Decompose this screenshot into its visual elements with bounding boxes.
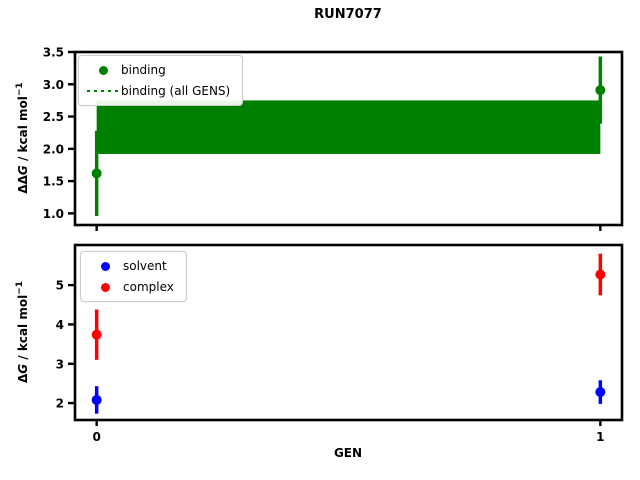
data-point-complex-0	[91, 329, 102, 340]
ylabel-bottom-prefix: Δ	[16, 373, 30, 384]
ylabel-top-exponent: −1	[15, 82, 25, 97]
y-tick-label-top: 1.0	[43, 207, 64, 221]
data-point-solvent-1	[595, 387, 606, 398]
y-tick-label-bottom: 4	[56, 318, 64, 332]
solvent-dot-icon	[87, 261, 123, 271]
x-tick-label-bottom: 0	[92, 430, 100, 444]
ylabel-top-unit: / kcal mol	[16, 96, 30, 166]
legend-item-binding: binding	[85, 61, 230, 79]
data-point-binding-0	[91, 168, 102, 179]
ylabel-bottom-unit: / kcal mol	[16, 294, 30, 364]
y-tick-label-top: 3.5	[43, 46, 64, 60]
data-point-solvent-0	[91, 394, 102, 405]
ylabel-bottom-symbol: G	[16, 363, 30, 374]
chart-title: RUN7077	[314, 7, 382, 22]
ylabel-top-prefix: ΔΔ	[16, 175, 30, 194]
data-point-complex-1	[595, 269, 606, 280]
y-tick-label-top: 2.5	[43, 110, 64, 124]
legend-item-binding-all-gens: binding (all GENS)	[85, 82, 230, 100]
complex-dot-icon	[87, 282, 123, 292]
legend-item-complex: complex	[87, 278, 174, 296]
ylabel-bottom-exponent: −1	[15, 280, 25, 295]
legend-top: binding binding (all GENS)	[78, 55, 244, 106]
x-axis-label: GEN	[333, 446, 363, 460]
legend-label-solvent: solvent	[123, 259, 167, 273]
y-tick-label-bottom: 5	[56, 279, 64, 293]
y-tick-label-top: 2.0	[43, 142, 64, 156]
legend-label-complex: complex	[123, 280, 174, 294]
dotted-line-icon	[85, 90, 121, 92]
legend-bottom: solvent complex	[80, 251, 187, 302]
binding-dot-icon	[85, 65, 121, 75]
y-tick-label-top: 1.5	[43, 175, 64, 189]
x-tick-label-bottom: 1	[596, 430, 604, 444]
y-tick-label-bottom: 2	[56, 397, 64, 411]
legend-label-binding: binding	[121, 63, 166, 77]
y-axis-label-top: ΔΔG / kcal mol−1	[12, 53, 30, 223]
y-axis-label-bottom: ΔG / kcal mol−1	[12, 247, 30, 417]
legend-item-solvent: solvent	[87, 257, 174, 275]
axes-frame-bottom	[73, 243, 624, 422]
y-tick-label-bottom: 3	[56, 357, 64, 371]
band-binding-all-gens-	[96, 100, 601, 154]
data-point-binding-1	[595, 85, 606, 96]
axes-frame-top	[73, 50, 624, 227]
y-tick-label-top: 3.0	[43, 78, 64, 92]
legend-label-binding-all-gens: binding (all GENS)	[121, 84, 231, 98]
ylabel-top-symbol: G	[16, 165, 30, 176]
